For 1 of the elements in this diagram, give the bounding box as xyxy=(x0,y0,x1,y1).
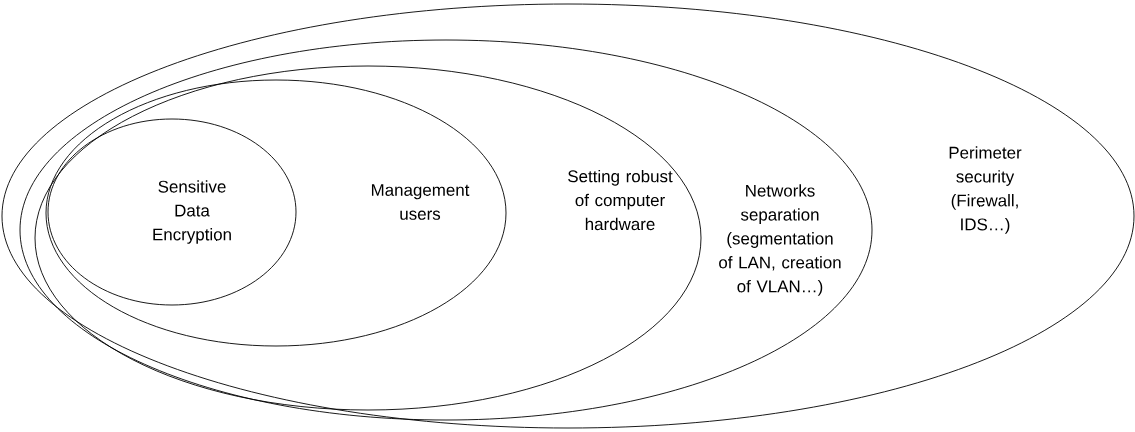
ellipse-layer: Sensitive Data Encryption xyxy=(47,118,297,306)
